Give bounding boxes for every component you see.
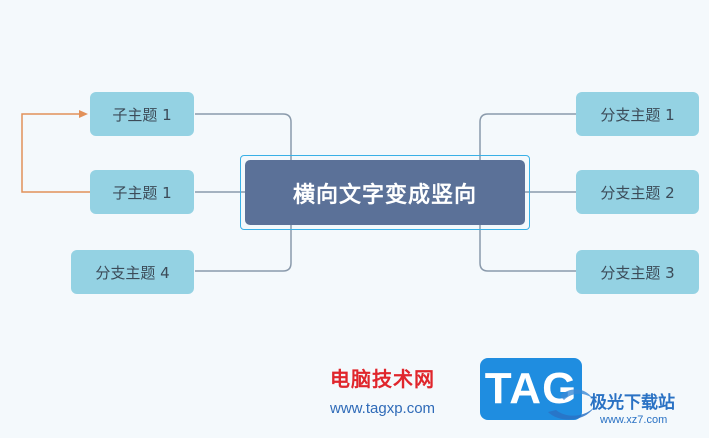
relation-arrowhead-icon: [79, 110, 88, 118]
central-topic[interactable]: 横向文字变成竖向: [245, 160, 525, 225]
watermark-site-url: www.xz7.com: [600, 414, 668, 426]
connector-right-1: [479, 113, 576, 160]
relation-line: [21, 113, 90, 193]
connector-left-1: [195, 113, 292, 160]
connector-right-3: [479, 225, 576, 272]
watermark-site-name: 极光下载站: [590, 393, 675, 413]
center-selection-outline: [240, 155, 530, 230]
left-topic-3[interactable]: 分支主题 4: [71, 250, 194, 294]
watermark-title: 电脑技术网: [330, 367, 435, 391]
swirl-logo-icon: [548, 389, 596, 420]
left-topic-1[interactable]: 子主题 1: [90, 92, 194, 136]
watermark-tag-logo: TAG: [480, 358, 582, 420]
right-topic-1[interactable]: 分支主题 1: [576, 92, 699, 136]
watermark-url: www.tagxp.com: [330, 400, 436, 417]
right-topic-2[interactable]: 分支主题 2: [576, 170, 699, 214]
connector-left-3: [195, 225, 292, 272]
right-topic-3[interactable]: 分支主题 3: [576, 250, 699, 294]
left-topic-2[interactable]: 子主题 1: [90, 170, 194, 214]
